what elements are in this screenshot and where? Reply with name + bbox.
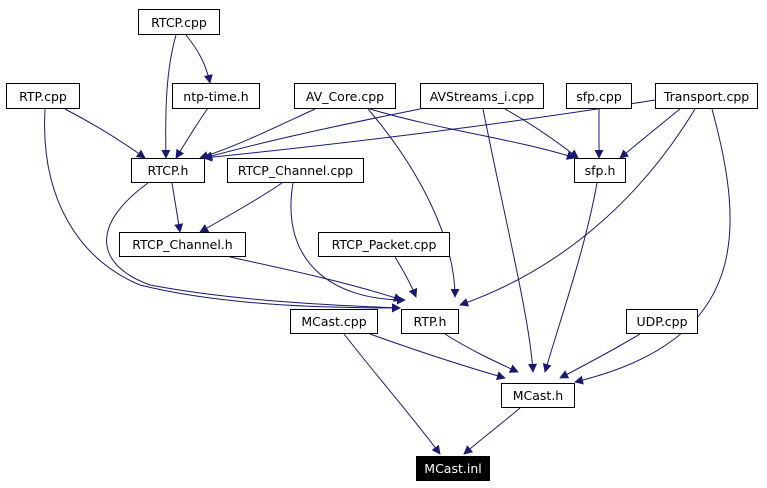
edge-rtcp-channel-cpp-to-rtcp-channel-h <box>199 182 283 233</box>
edge-transport-cpp-to-sfp-h <box>619 108 681 159</box>
edge-rtcp-channel-cpp-to-rtp-h <box>290 182 406 305</box>
node-label: RTP.cpp <box>19 88 67 104</box>
node-rtcp-packet-cpp[interactable]: RTCP_Packet.cpp <box>318 232 450 257</box>
node-label: sfp.cpp <box>576 88 622 104</box>
edge-ntp-time-h-to-rtcp-h <box>175 107 209 159</box>
edge-transport-cpp-to-rtcp-h <box>203 99 656 162</box>
node-label: ntp-time.h <box>183 88 249 104</box>
edge-rtp-h-to-mcast-h <box>444 333 519 373</box>
edge-rtcp-h-to-rtcp-channel-h <box>171 182 184 233</box>
edge-transport-cpp-to-mcast-h <box>574 108 731 385</box>
edge-mcast-cpp-to-mcast-inl <box>343 333 441 455</box>
node-sfp-cpp[interactable]: sfp.cpp <box>566 83 632 109</box>
node-rtcp-cpp[interactable]: RTCP.cpp <box>138 9 220 35</box>
edge-udp-cpp-to-mcast-h <box>559 333 641 379</box>
edge-sfp-h-to-mcast-h <box>542 182 598 373</box>
node-rtp-h[interactable]: RTP.h <box>401 309 459 334</box>
node-mcast-inl[interactable]: MCast.inl <box>416 456 490 481</box>
edge-rtcp-cpp-to-ntp-time-h <box>185 34 213 84</box>
node-label: UDP.cpp <box>636 314 688 329</box>
edge-rtp-cpp-to-rtcp-h <box>64 108 146 159</box>
node-udp-cpp[interactable]: UDP.cpp <box>626 309 698 334</box>
node-rtcp-channel-cpp[interactable]: RTCP_Channel.cpp <box>227 158 364 183</box>
node-label: AVStreams_i.cpp <box>429 88 535 104</box>
edge-rtp-cpp-to-rtp-h <box>44 108 401 313</box>
node-label: RTCP_Channel.cpp <box>237 163 354 178</box>
node-label: RTCP_Channel.h <box>132 237 233 252</box>
node-label: RTCP.h <box>147 163 189 178</box>
edge-rtcp-cpp-to-rtcp-h <box>161 34 177 159</box>
node-avstreams-i-cpp[interactable]: AVStreams_i.cpp <box>420 83 544 109</box>
edge-av-core-cpp-to-rtp-h <box>367 108 460 298</box>
edge-avstreams-i-cpp-to-sfp-h <box>504 108 579 159</box>
node-label: MCast.inl <box>424 461 482 476</box>
node-rtp-cpp[interactable]: RTP.cpp <box>6 83 80 109</box>
edge-rtcp-packet-cpp-to-rtp-h <box>394 256 418 298</box>
node-label: Transport.cpp <box>663 88 750 104</box>
node-label: MCast.h <box>512 388 564 403</box>
node-rtcp-channel-h[interactable]: RTCP_Channel.h <box>119 232 246 257</box>
edge-mcast-h-to-mcast-inl <box>463 407 521 455</box>
node-av-core-cpp[interactable]: AV_Core.cpp <box>294 83 396 109</box>
edge-av-core-cpp-to-rtcp-h <box>199 108 316 160</box>
edge-av-core-cpp-to-sfp-h <box>369 108 576 160</box>
node-label: RTCP_Packet.cpp <box>331 237 437 252</box>
node-rtcp-h[interactable]: RTCP.h <box>131 158 205 183</box>
edge-rtcp-h-to-rtp-h <box>106 182 401 313</box>
node-label: AV_Core.cpp <box>305 88 385 104</box>
node-mcast-cpp[interactable]: MCast.cpp <box>290 309 378 334</box>
node-label: RTP.h <box>413 314 447 329</box>
node-mcast-h[interactable]: MCast.h <box>501 383 575 408</box>
edge-rtcp-channel-h-to-rtp-h <box>229 256 403 302</box>
node-transport-cpp[interactable]: Transport.cpp <box>655 83 758 109</box>
edge-avstreams-i-cpp-to-mcast-h <box>482 108 538 373</box>
edge-mcast-cpp-to-mcast-h <box>369 333 506 381</box>
node-sfp-h[interactable]: sfp.h <box>574 158 626 183</box>
edge-transport-cpp-to-rtp-h <box>459 108 696 307</box>
node-ntp-time-h[interactable]: ntp-time.h <box>172 83 260 109</box>
edge-avstreams-i-cpp-to-rtcp-h <box>203 108 421 161</box>
node-label: RTCP.cpp <box>151 14 207 30</box>
node-label: sfp.h <box>584 163 616 178</box>
node-label: MCast.cpp <box>301 314 367 329</box>
